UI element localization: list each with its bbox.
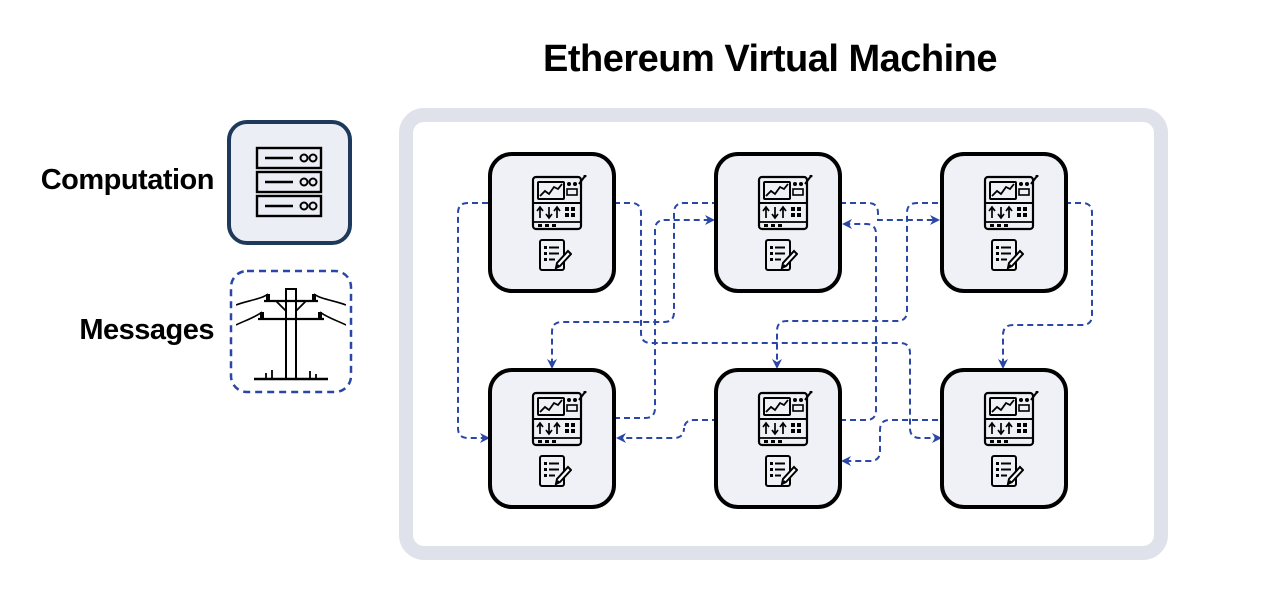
message-line	[810, 202, 940, 225]
evm-node	[714, 152, 842, 293]
message-line	[457, 202, 528, 443]
messages-label: Messages	[79, 314, 214, 346]
computation-label: Computation	[40, 164, 215, 196]
message-line	[547, 202, 758, 369]
diagram-title: Ethereum Virtual Machine	[543, 38, 997, 80]
message-line	[584, 215, 715, 419]
evm-node	[940, 152, 1068, 293]
messages-legend-box	[229, 269, 353, 394]
evm-nodes	[488, 152, 1068, 509]
evm-node	[488, 152, 616, 293]
evm-node	[488, 368, 616, 509]
message-connections	[457, 202, 1093, 466]
message-line	[584, 202, 942, 443]
message-line	[616, 419, 758, 443]
message-line	[998, 202, 1093, 369]
message-line	[810, 219, 877, 421]
evm-node	[714, 368, 842, 509]
message-line	[841, 419, 968, 466]
evm-node	[940, 368, 1068, 509]
message-line	[772, 202, 968, 369]
